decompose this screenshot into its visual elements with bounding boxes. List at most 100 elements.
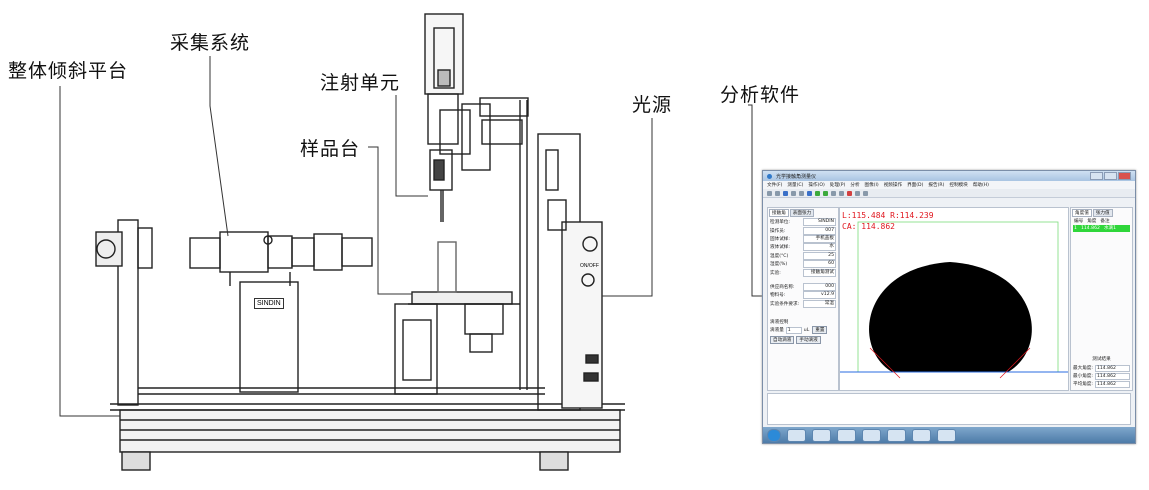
field-input[interactable]: 常温	[803, 299, 836, 308]
taskbar-app-icon[interactable]	[862, 428, 881, 442]
sw-image-view[interactable]: L:115.484 R:114.239 CA: 114.862	[839, 207, 1069, 391]
tab-surface-tension[interactable]: 表面张力	[789, 209, 815, 217]
taskbar-app-icon[interactable]	[912, 428, 931, 442]
angle-readout-ca: CA: 114.862	[842, 222, 895, 231]
menu-control[interactable]: 控制模块	[949, 183, 968, 188]
menu-video[interactable]: 视频操作	[883, 183, 903, 188]
field-label: 湿度(%)	[770, 262, 788, 268]
field-row: 温度(°C) 25	[768, 251, 838, 260]
label-tilt-platform: 整体倾斜平台	[8, 60, 129, 82]
sw-toolbar	[763, 189, 1135, 198]
result-table-header: 编号 角度 备注	[1071, 218, 1132, 224]
minimize-button[interactable]	[1090, 172, 1103, 180]
col-header: 角度	[1087, 219, 1097, 224]
fit-icon[interactable]	[815, 190, 820, 196]
label-acquisition-system: 采集系统	[170, 32, 251, 54]
start-icon[interactable]	[767, 428, 781, 442]
menu-measure[interactable]: 测量(C)	[787, 183, 804, 188]
field-input[interactable]: 接触角测试	[803, 268, 836, 277]
taskbar-app-icon[interactable]	[812, 428, 831, 442]
results-title: 测试结果	[1092, 357, 1111, 362]
software-window: 光学接触角测量仪 文件(F) 测量(C) 操作(O) 处理(P) 分析 图像(I…	[762, 170, 1136, 444]
field-input[interactable]: 60	[803, 260, 836, 269]
field-label: 液体试样:	[770, 245, 790, 251]
field-label: 检测单位:	[770, 220, 790, 226]
menu-interface[interactable]: 界面(D)	[907, 183, 924, 188]
zoom-icon[interactable]	[831, 190, 836, 196]
col-header: 编号	[1074, 219, 1084, 224]
pin-icon[interactable]	[855, 190, 860, 196]
stop-icon[interactable]	[775, 190, 780, 196]
taskbar-app-icon[interactable]	[837, 428, 856, 442]
leader-injection	[395, 95, 428, 197]
settings-icon[interactable]	[863, 190, 868, 196]
menu-report[interactable]: 报告(R)	[928, 183, 945, 188]
field-input[interactable]: 手机盖板	[803, 234, 836, 243]
field-label: 温度(°C)	[770, 253, 789, 259]
tilt-upright	[117, 219, 139, 406]
manual-dispense-button[interactable]: 手动滴液	[796, 335, 821, 344]
grid-icon[interactable]	[799, 190, 804, 196]
power-label: ON/OFF	[580, 263, 599, 269]
field-label: 实验:	[770, 270, 781, 276]
result-label: 最小角度:	[1073, 374, 1093, 379]
menu-help[interactable]: 帮助(H)	[972, 183, 989, 188]
camera-icon[interactable]	[783, 190, 788, 196]
heart-icon[interactable]	[847, 190, 852, 196]
table-row[interactable]: 1 114.862 水滴1	[1073, 225, 1130, 232]
tab-contact-angle[interactable]: 接触角	[769, 209, 789, 217]
taskbar-app-icon[interactable]	[887, 428, 906, 442]
stage-assembly	[394, 241, 520, 395]
result-label: 最大角度:	[1073, 366, 1093, 371]
cell: 114.862	[1080, 226, 1100, 231]
label-injection-unit: 注射单元	[320, 72, 401, 94]
foot-left	[121, 451, 151, 471]
leader-tilt-platform	[59, 86, 120, 417]
maximize-button[interactable]	[1104, 172, 1117, 180]
menu-image[interactable]: 图像(I)	[864, 183, 879, 188]
menu-process[interactable]: 处理(P)	[829, 183, 846, 188]
cell: 水滴1	[1103, 226, 1117, 231]
sw-window-title: 光学接触角测量仪	[776, 173, 817, 180]
tab-tension-values[interactable]: 张力值	[1092, 209, 1113, 217]
volume-label: 滴液量	[770, 328, 784, 334]
field-input[interactable]: 水	[803, 243, 836, 252]
sw-results-panel: 角度值 张力值 编号 角度 备注 1 114.862 水滴1 测试结果 最大角度…	[1070, 207, 1133, 391]
print-icon[interactable]	[839, 190, 844, 196]
label-light-source: 光源	[632, 94, 673, 116]
volume-unit: uL	[803, 327, 810, 333]
field-input[interactable]: SINDIN	[803, 218, 836, 227]
pause-icon[interactable]	[791, 190, 796, 196]
menu-analyze[interactable]: 分析	[850, 183, 860, 188]
sw-menubar: 文件(F) 测量(C) 操作(O) 处理(P) 分析 图像(I) 视频操作 界面…	[763, 181, 1135, 189]
app-icon	[767, 173, 772, 179]
droplet	[869, 262, 1032, 372]
play-icon[interactable]	[767, 190, 772, 196]
label-analysis-software: 分析软件	[720, 84, 801, 106]
taskbar-app-icon[interactable]	[787, 428, 806, 442]
menu-file[interactable]: 文件(F)	[767, 183, 783, 188]
field-input[interactable]: 000	[803, 282, 836, 291]
menu-operate[interactable]: 操作(O)	[808, 183, 825, 188]
baseline-icon[interactable]	[823, 190, 828, 196]
sw-titlebar: 光学接触角测量仪	[763, 171, 1135, 181]
field-input[interactable]: 007	[803, 226, 836, 235]
field-input[interactable]: 25	[803, 251, 836, 260]
close-button[interactable]	[1118, 172, 1131, 180]
base-rail	[119, 409, 621, 453]
field-label: 物料号:	[770, 293, 786, 299]
result-value: 114.862	[1094, 364, 1130, 372]
leader-light-source	[602, 118, 653, 297]
tab-angle-values[interactable]: 角度值	[1072, 209, 1092, 217]
auto-dispense-button[interactable]: 自动滴液	[770, 335, 795, 344]
field-label: 供应商名称:	[770, 284, 795, 290]
reset-button[interactable]: 重置	[812, 326, 828, 335]
target-icon[interactable]	[807, 190, 812, 196]
field-row: 实验: 接触角测试	[768, 268, 838, 277]
field-input[interactable]: v12.9	[803, 291, 836, 300]
volume-input[interactable]: 1	[785, 326, 802, 334]
taskbar-app-icon[interactable]	[937, 428, 956, 442]
camera-pedestal	[239, 281, 299, 393]
